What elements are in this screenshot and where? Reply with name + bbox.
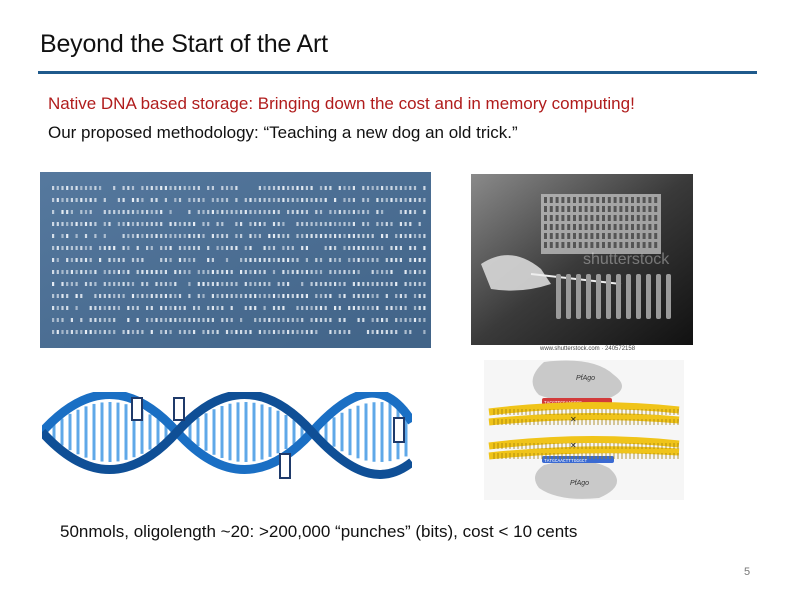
guide-bottom-sequence: TATGCAACTTTGGGCT xyxy=(544,458,588,464)
caption-text: 50nmols, oligolength ~20: >200,000 “punc… xyxy=(60,522,578,541)
watermark-text: shutterstock xyxy=(583,251,670,268)
punch-marker xyxy=(393,417,405,443)
pfago-top-label: PfAgo xyxy=(576,375,595,382)
page-number: 5 xyxy=(744,566,751,578)
headline-red: Native DNA based storage: Bringing down … xyxy=(48,94,635,113)
photo-credit: www.shutterstock.com · 240572158 xyxy=(540,346,636,352)
punch-marker xyxy=(131,397,143,421)
cleave-mark-top: ✕ xyxy=(570,415,577,424)
vintage-computer-photo: shutterstock xyxy=(471,174,693,345)
punch-marker xyxy=(279,453,291,479)
punch-card-image xyxy=(40,172,431,348)
dna-helix-image xyxy=(42,392,412,479)
pfago-diagram: PfAgo PfAgo TACGTTCGAACGCC TATGCAACTTTGG… xyxy=(484,360,684,500)
title-divider xyxy=(38,71,757,74)
cleave-mark-bottom: ✕ xyxy=(570,441,577,450)
slide-title: Beyond the Start of the Art xyxy=(40,30,328,58)
punch-marker xyxy=(173,397,185,421)
methodology-line: Our proposed methodology: “Teaching a ne… xyxy=(48,123,518,142)
pfago-bottom-label: PfAgo xyxy=(570,480,589,487)
